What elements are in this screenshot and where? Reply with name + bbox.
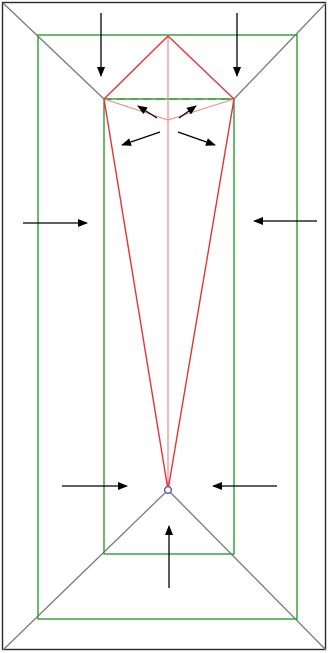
arrow-small-down-right	[177, 131, 216, 146]
red-kite	[103, 35, 235, 491]
push-arrows	[23, 13, 317, 588]
kite-right-edge	[167, 98, 235, 491]
pink-crease-right	[167, 98, 235, 121]
kite-top-right-edge	[167, 35, 235, 100]
pink-crease-left	[103, 98, 169, 121]
arrow-small-up-left	[137, 105, 158, 119]
bottom-vertex-marker	[163, 485, 173, 495]
kite-left-edge	[103, 98, 169, 491]
kite-top-left-edge	[103, 35, 169, 100]
crease-top-right	[233, 2, 327, 100]
crease-bottom-left	[2, 489, 169, 651]
crease-bottom-right	[167, 489, 327, 651]
outer-green-rectangle	[37, 34, 298, 620]
arrow-small-up-right	[178, 105, 197, 119]
crease-top-left	[2, 2, 105, 100]
arrow-small-down-left	[121, 131, 161, 146]
inner-pink-creases	[103, 98, 235, 121]
